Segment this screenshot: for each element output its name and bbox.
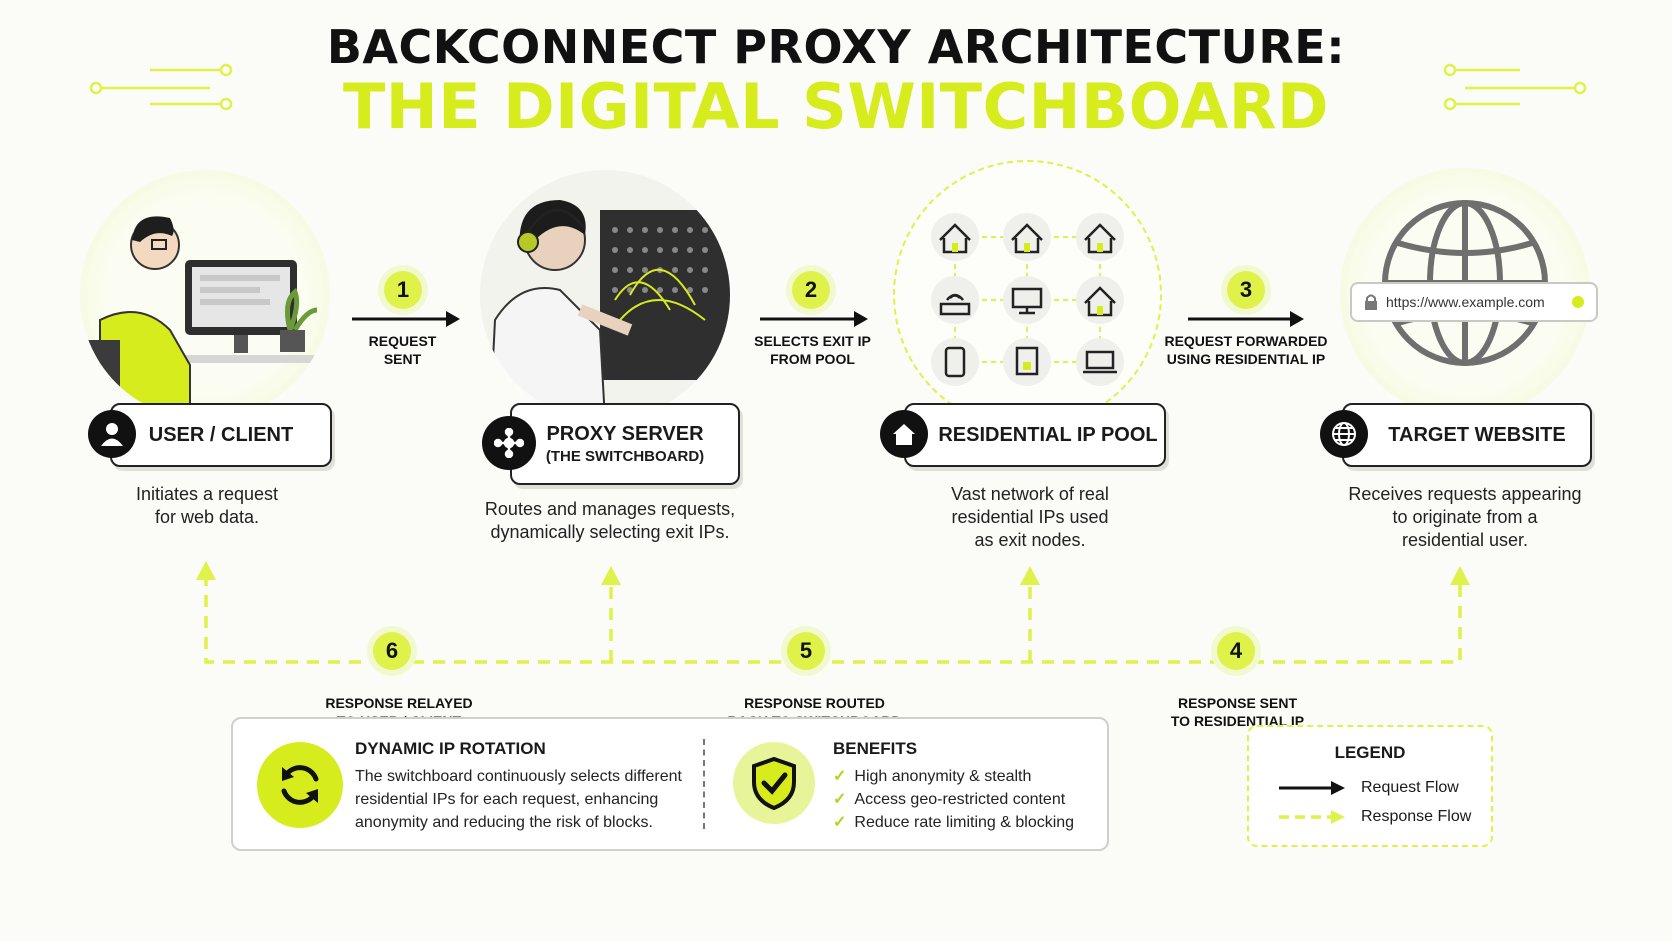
step-4-badge: 4 [1217, 632, 1255, 670]
node-target-website: TARGET WEBSITE [1342, 403, 1592, 467]
url-bar: https://www.example.com [1350, 282, 1598, 322]
rotation-title: DYNAMIC IP ROTATION [355, 739, 546, 758]
step-3-badge: 3 [1227, 271, 1265, 309]
response-arrowheads [196, 561, 1470, 585]
title-line-2: THE DIGITAL SWITCHBOARD [343, 70, 1329, 143]
legend: LEGEND Request Flow Response Flow [1247, 725, 1493, 847]
user-icon [88, 410, 136, 458]
node-target-website-label: TARGET WEBSITE [1388, 423, 1566, 446]
benefit-item: ✓Reduce rate limiting & blocking [833, 814, 1075, 831]
node-proxy-server-description: Routes and manages requests, dynamically… [484, 499, 736, 542]
decorative-lines-right [1443, 63, 1587, 111]
decorative-lines-left [89, 63, 233, 111]
legend-request-arrow [1279, 781, 1345, 795]
step-6-badge: 6 [373, 632, 411, 670]
node-proxy-server-sublabel: (THE SWITCHBOARD) [545, 448, 705, 465]
lock-icon [1364, 294, 1378, 310]
step-1-label: REQUEST SENT [368, 333, 437, 367]
node-residential-ip-pool: RESIDENTIAL IP POOL [904, 403, 1166, 467]
benefits-list: ✓High anonymity & stealth ✓Access geo-re… [833, 765, 1074, 834]
node-proxy-server-label: PROXY SERVER [546, 423, 704, 445]
check-icon: ✓ [833, 814, 847, 831]
shield-check-icon [733, 742, 815, 824]
node-user-client: USER / CLIENT [110, 403, 332, 467]
residential-ip-pool-illustration [893, 160, 1162, 429]
url-status-dot [1572, 296, 1584, 308]
node-user-client-description: Initiates a request for web data. [135, 484, 279, 527]
switchboard-operator-illustration [480, 170, 730, 420]
legend-request-label: Request Flow [1361, 779, 1459, 796]
title-line-1: BACKCONNECT PROXY ARCHITECTURE: [326, 20, 1346, 74]
user-illustration [80, 170, 330, 420]
node-residential-ip-pool-description: Vast network of real residential IPs use… [951, 484, 1109, 550]
legend-title: LEGEND [1334, 743, 1406, 762]
benefits-title: BENEFITS [833, 739, 918, 758]
check-icon: ✓ [833, 791, 847, 808]
node-target-website-description: Receives requests appearing to originate… [1348, 484, 1582, 550]
url-text: https://www.example.com [1386, 294, 1545, 310]
benefit-item: ✓High anonymity & stealth [833, 768, 1032, 785]
house-icon [880, 410, 928, 458]
step-3-label: REQUEST FORWARDED USING RESIDENTIAL IP [1164, 333, 1328, 367]
legend-response-arrow [1279, 810, 1345, 824]
legend-response-label: Response Flow [1361, 808, 1472, 825]
step-5-badge: 5 [787, 632, 825, 670]
node-user-client-label: USER / CLIENT [148, 423, 294, 446]
request-arrows [352, 311, 1304, 327]
step-2-label: SELECTS EXIT IP FROM POOL [754, 333, 871, 367]
rotation-text: The switchboard continuously selects dif… [355, 768, 682, 831]
step-2-badge: 2 [792, 271, 830, 309]
step-1-badge: 1 [384, 271, 422, 309]
globe-icon [1320, 410, 1368, 458]
node-residential-ip-pool-label: RESIDENTIAL IP POOL [938, 423, 1158, 446]
node-proxy-server: PROXY SERVER (THE SWITCHBOARD) [510, 403, 740, 485]
benefit-item: ✓Access geo-restricted content [833, 791, 1066, 808]
switchboard-network-icon [482, 416, 536, 470]
info-panel: DYNAMIC IP ROTATION The switchboard cont… [231, 717, 1109, 851]
check-icon: ✓ [833, 768, 847, 785]
info-panel-divider [703, 739, 705, 829]
rotation-icon [257, 742, 343, 828]
response-flow-path [204, 580, 1462, 664]
